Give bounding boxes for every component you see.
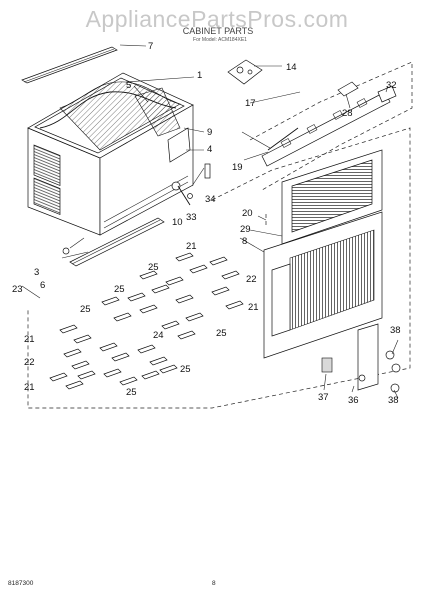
- callout-14: 14: [286, 62, 297, 73]
- callout-32: 32: [386, 80, 397, 91]
- callout-25-e: 25: [180, 364, 191, 375]
- callout-6: 6: [40, 280, 45, 291]
- foam-pad: [73, 334, 92, 344]
- foam-pad: [119, 376, 138, 386]
- foam-pad: [65, 380, 84, 390]
- foam-pad: [59, 324, 78, 334]
- foam-pad: [161, 320, 180, 330]
- top-seal-strip: [21, 46, 118, 84]
- callout-22-right: 22: [246, 274, 257, 285]
- callout-5: 5: [126, 80, 131, 91]
- foam-pad: [175, 252, 194, 262]
- foam-pad: [141, 370, 160, 380]
- foam-pad: [225, 300, 244, 310]
- foam-pad: [189, 264, 208, 274]
- callout-19: 19: [232, 162, 243, 173]
- foam-pad: [49, 372, 68, 382]
- callout-28: 28: [342, 108, 353, 119]
- callout-25-f: 25: [126, 387, 137, 398]
- callout-36: 36: [348, 395, 359, 406]
- side-panel-plate: [357, 323, 379, 391]
- rod-19: [267, 127, 299, 151]
- foam-pad: [151, 284, 170, 294]
- foam-pad: [165, 276, 184, 286]
- cabinet-shell: [27, 72, 194, 236]
- foam-pad: [185, 312, 204, 322]
- foam-pad: [111, 352, 130, 362]
- side-curtain-screws: [358, 350, 401, 393]
- foam-pad: [139, 304, 158, 314]
- mounting-bracket: [227, 59, 263, 85]
- diagram-title: CABINET PARTS: [182, 26, 254, 36]
- callout-25-c: 25: [80, 304, 91, 315]
- front-grille-filter: [281, 149, 383, 245]
- foam-pad: [103, 368, 122, 378]
- callout-3: 3: [34, 267, 39, 278]
- foam-pad: [77, 370, 96, 380]
- callout-21-bottom: 21: [24, 382, 35, 393]
- callout-25-a: 25: [148, 262, 159, 273]
- foam-pad: [139, 270, 158, 280]
- foam-pad: [149, 356, 168, 366]
- foam-pad: [99, 342, 118, 352]
- callout-labels: 7 1 5 14 32 17 28 9 4 19 34 10 33 20 29 …: [12, 41, 401, 406]
- foam-pad: [71, 360, 90, 370]
- callout-21-top: 21: [186, 241, 197, 252]
- foam-pad: [221, 270, 240, 280]
- callout-1: 1: [197, 70, 202, 81]
- callout-34: 34: [205, 194, 216, 205]
- foam-pad: [127, 292, 146, 302]
- front-grille-panel: [263, 211, 383, 359]
- callout-29: 29: [240, 224, 251, 235]
- control-knob: [337, 81, 359, 97]
- callout-22-left: 22: [24, 357, 35, 368]
- bottom-rail: [69, 217, 165, 267]
- callout-23: 23: [12, 284, 23, 295]
- callout-24: 24: [153, 330, 164, 341]
- footer-part-code: 8187300: [8, 580, 34, 587]
- diagram-subtitle: For Model: ACM184XE1: [193, 37, 247, 43]
- foam-pad: [137, 344, 156, 354]
- foam-seal-pads: [49, 252, 244, 390]
- callout-4: 4: [207, 144, 212, 155]
- control-panel: [261, 91, 391, 167]
- callout-38-bottom: 38: [388, 395, 399, 406]
- callout-21-right: 21: [248, 302, 259, 313]
- foam-pad: [209, 256, 228, 266]
- callout-10: 10: [172, 217, 183, 228]
- watermark-text: AppliancePartsPros.com: [85, 6, 349, 32]
- callout-20: 20: [242, 208, 253, 219]
- callout-17: 17: [245, 98, 256, 109]
- foam-pad: [101, 296, 120, 306]
- foam-pad: [175, 294, 194, 304]
- retainer-clip: [321, 357, 333, 373]
- callout-7: 7: [148, 41, 153, 52]
- callout-38-top: 38: [390, 325, 401, 336]
- leader-lines: [21, 44, 399, 399]
- foam-pad: [63, 348, 82, 358]
- callout-25-b: 25: [114, 284, 125, 295]
- footer-page-number: 8: [212, 580, 216, 587]
- callout-33: 33: [186, 212, 197, 223]
- callout-21-left: 21: [24, 334, 35, 345]
- foam-pad: [113, 312, 132, 322]
- foam-pad: [211, 286, 230, 296]
- foam-pad: [177, 330, 196, 340]
- callout-37: 37: [318, 392, 329, 403]
- callout-8: 8: [242, 236, 247, 247]
- hardware-screws: [62, 163, 211, 255]
- callout-25-d: 25: [216, 328, 227, 339]
- callout-9: 9: [207, 127, 212, 138]
- foam-pad: [159, 364, 178, 374]
